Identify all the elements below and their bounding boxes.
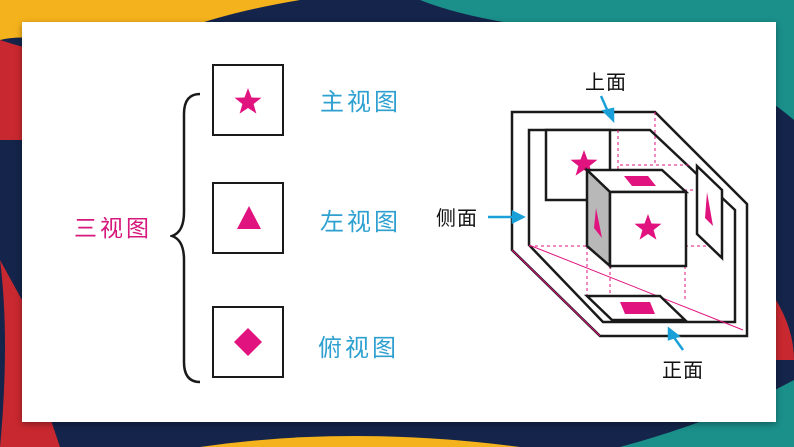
star-icon — [234, 88, 262, 114]
projection-diamond-icon — [620, 302, 655, 314]
side-face-label: 侧面 — [436, 206, 478, 230]
front-face-label: 正面 — [662, 358, 704, 382]
red-swoosh-right — [776, 300, 794, 360]
front-view-box — [212, 64, 284, 136]
top-face-label: 上面 — [585, 70, 627, 94]
left-view-box — [212, 182, 284, 254]
top-view-label: 俯视图 — [318, 334, 399, 362]
yellow-swoosh-bottom — [200, 436, 520, 447]
top-view-box — [212, 306, 284, 378]
front-view-label: 主视图 — [320, 88, 401, 116]
left-view-label: 左视图 — [320, 208, 401, 236]
top-arrow-head — [601, 107, 615, 124]
projection-star-icon — [570, 150, 598, 176]
curly-brace — [170, 92, 201, 384]
side-arrow-head — [511, 209, 526, 225]
diagonal-guide — [528, 244, 744, 331]
teal-swoosh-bottom — [620, 380, 794, 447]
triangle-icon — [237, 206, 261, 229]
group-label: 三视图 — [74, 216, 152, 242]
cube-front-star-icon — [634, 214, 662, 240]
front-arrow-head — [667, 326, 681, 341]
projection-triangle-icon — [705, 192, 713, 226]
cube-side-triangle-icon — [594, 208, 602, 238]
diamond-icon — [234, 328, 262, 356]
cube-top-diamond-icon — [624, 176, 656, 186]
